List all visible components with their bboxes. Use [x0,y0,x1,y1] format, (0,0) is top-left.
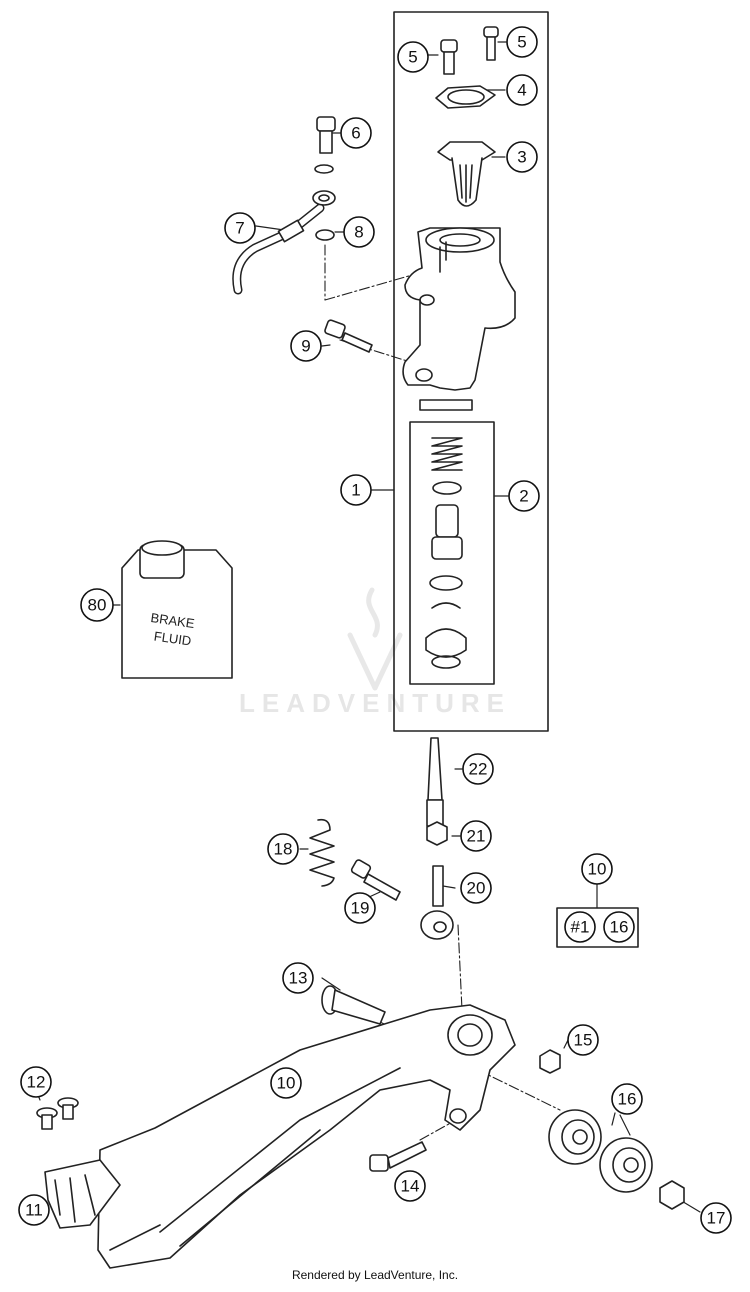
callout-14: 14 [401,1177,420,1196]
pedal-step-11 [44,1159,121,1229]
callout-circle-9 [290,330,322,362]
callout-circle-16a [611,1083,643,1115]
callout-11: 11 [25,1201,43,1220]
callout-circle-6 [340,117,372,149]
callout-19: 19 [351,899,370,918]
bolt-19 [350,859,401,901]
o-ring-8 [315,229,335,241]
callout-22: 22 [469,760,488,779]
callout-3: 3 [517,148,526,167]
callout-1: 1 [351,481,360,500]
callout-6: 6 [351,124,360,143]
callout-2: 2 [519,487,528,506]
callout-circle-7 [224,212,256,244]
callout-circle-8 [343,216,375,248]
callout-circle-1 [340,474,372,506]
bottle-label-line2: FLUID [153,629,192,649]
footer-credit: Rendered by LeadVenture, Inc. [291,1268,459,1282]
nut-21 [426,821,448,846]
pushrod-22 [426,737,444,827]
bolt-5-right [483,26,499,61]
callout-circle-12 [20,1066,52,1098]
callout-circle-10b [581,853,613,885]
callout-7: 7 [235,219,244,238]
callout-circle-4 [506,74,538,106]
callout-5b: 5 [517,33,526,52]
callout-circle-kit1 [564,911,596,943]
callout-kit1: #1 [571,918,590,937]
callout-8: 8 [354,223,363,242]
callout-circle-17 [700,1202,732,1234]
bearing-16-upper [548,1109,602,1165]
reservoir-cap-4 [435,85,496,109]
callout-circle-3 [506,141,538,173]
membrane-3 [437,141,496,207]
callout-16b: 16 [610,918,629,937]
brake-hose-7 [232,190,336,295]
callout-4: 4 [517,81,526,100]
callout-21: 21 [467,827,486,846]
callout-circle-2 [508,480,540,512]
bottle-label-line1: BRAKE [150,610,196,631]
callout-circle-16b [603,911,635,943]
master-cylinder-group-box [393,11,549,732]
callout-20: 20 [467,879,486,898]
callout-16a: 16 [618,1090,637,1109]
callouts [18,26,732,1234]
callout-12: 12 [27,1073,46,1092]
bolt-5-left [440,39,458,75]
callout-circle-5b [506,26,538,58]
callout-circle-80 [80,588,114,622]
callout-circle-20 [460,872,492,904]
callout-17: 17 [707,1209,726,1228]
nut-17 [659,1180,685,1210]
kit-box-10 [556,907,639,948]
banjo-bolt-6 [314,116,336,174]
callout-13: 13 [289,969,308,988]
callout-circle-14 [394,1170,426,1202]
callout-10b: 10 [588,860,607,879]
repair-kit-parts [425,437,467,669]
callout-circle-22 [462,753,494,785]
callout-circle-5a [397,41,429,73]
callout-circle-15 [567,1024,599,1056]
bolt-9 [324,319,373,353]
callout-10a: 10 [277,1074,296,1093]
bushing-15 [539,1049,561,1074]
clevis-20 [420,865,454,940]
callout-80: 80 [88,596,107,615]
screws-12 [36,1097,79,1130]
callout-circle-10a [270,1067,302,1099]
master-cylinder-body [402,227,516,411]
callout-circle-13 [282,962,314,994]
watermark-text: LEADVENTURE [238,688,511,718]
spring-18 [309,818,335,887]
callout-circle-21 [460,820,492,852]
callout-5a: 5 [408,48,417,67]
callout-circle-11 [18,1194,50,1226]
callout-circle-19 [344,892,376,924]
callout-18: 18 [274,840,293,859]
watermark-logo [347,587,403,691]
brake-pedal-10 [97,1004,516,1269]
callout-circle-18 [267,833,299,865]
bearing-16-lower [599,1137,653,1193]
callout-15: 15 [574,1031,593,1050]
brake-fluid-bottle-80: BRAKE FLUID [121,540,233,679]
callout-9: 9 [301,337,310,356]
pivot-bolt-13 [321,985,386,1025]
repair-kit-box [409,421,495,685]
bolt-14 [369,1141,427,1172]
